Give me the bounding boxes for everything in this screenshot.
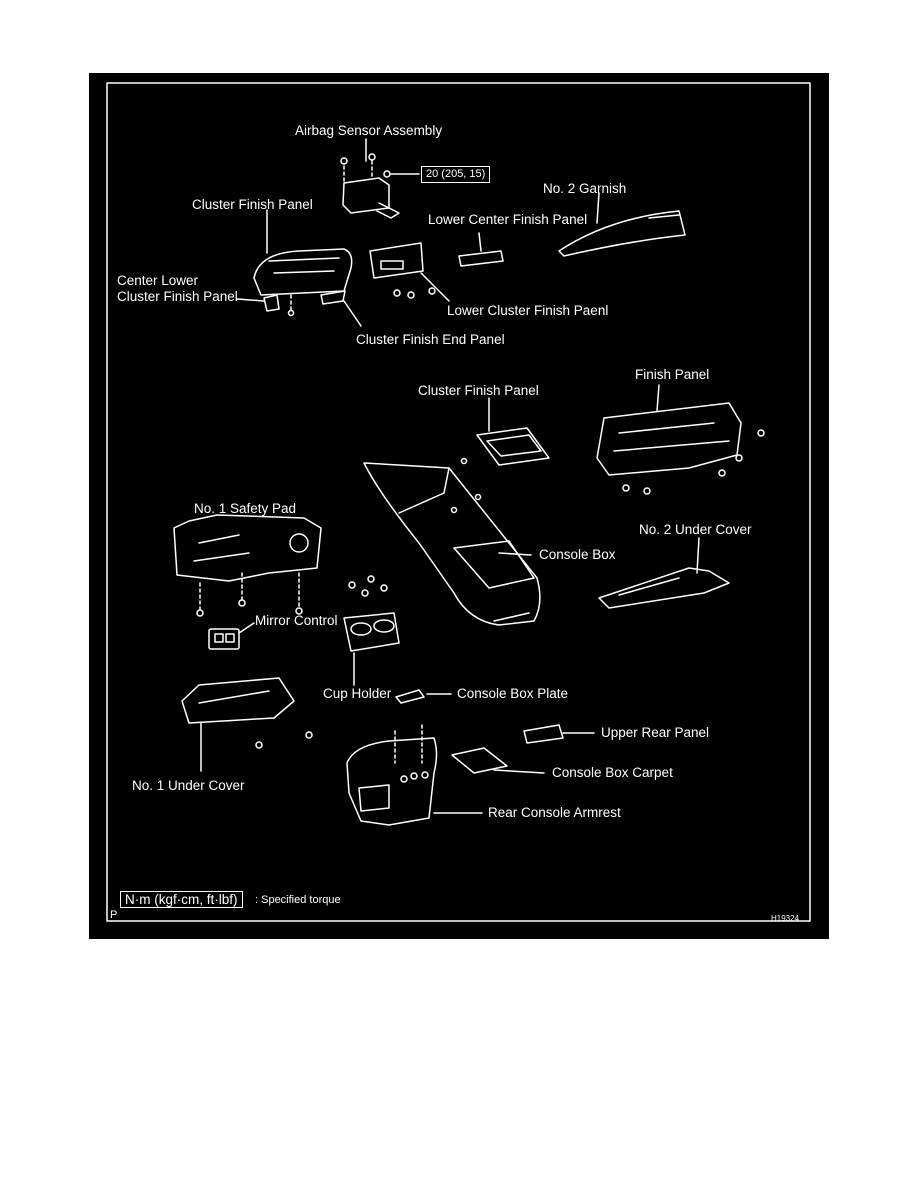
airbag-sensor-part	[340, 138, 420, 219]
console-box-plate-part	[395, 689, 452, 704]
label-no1-under-cover: No. 1 Under Cover	[132, 778, 245, 793]
finish-panel-part	[596, 384, 765, 495]
label-center-lower-line1: Center Lower	[117, 273, 199, 288]
label-no1-safety-pad: No. 1 Safety Pad	[194, 501, 297, 516]
label-cluster-finish-end-panel: Cluster Finish End Panel	[356, 332, 505, 347]
no2-under-cover-part	[598, 537, 730, 609]
label-center-lower-line2: Cluster Finish Panel	[117, 289, 238, 304]
lower-center-finish-panel-part	[458, 232, 504, 267]
console-box-carpet-part	[451, 747, 545, 774]
no1-safety-pad-part	[173, 514, 322, 617]
label-airbag-sensor-assembly: Airbag Sensor Assembly	[295, 123, 443, 138]
label-finish-panel: Finish Panel	[635, 367, 710, 382]
no2-garnish-part	[558, 192, 686, 257]
label-cup-holder: Cup Holder	[323, 686, 392, 701]
mirror-control-part	[208, 622, 255, 650]
rear-console-armrest-part	[346, 724, 483, 826]
label-lower-center-finish-panel: Lower Center Finish Panel	[428, 212, 588, 227]
diagram-artwork	[106, 82, 811, 922]
legend-unit-box: N·m (kgf·cm, ft·lbf)	[120, 891, 243, 908]
label-lower-cluster-finish-panel: Lower Cluster Finish Paenl	[447, 303, 609, 318]
cluster-finish-panel-part	[253, 209, 353, 317]
lower-cluster-finish-panel-part	[369, 242, 450, 302]
cup-holder-part	[343, 575, 400, 686]
torque-spec-box: 20 (205, 15)	[421, 166, 491, 183]
inner-frame	[106, 82, 811, 922]
legend-unit-text: : Specified torque	[255, 894, 341, 906]
label-cluster-finish-panel: Cluster Finish Panel	[192, 197, 313, 212]
cluster-finish-end-panel-part	[320, 290, 362, 327]
corner-letter: P	[110, 909, 118, 921]
label-console-box-carpet: Console Box Carpet	[552, 765, 673, 780]
label-upper-rear-panel: Upper Rear Panel	[601, 725, 710, 740]
label-console-box: Console Box	[539, 547, 616, 562]
center-lower-panel-part	[236, 294, 280, 312]
label-cluster-finish-panel-mid: Cluster Finish Panel	[418, 383, 539, 398]
label-no2-under-cover: No. 2 Under Cover	[639, 522, 752, 537]
no1-under-cover-part	[181, 677, 313, 772]
cluster-finish-panel-mid-part	[476, 397, 550, 466]
upper-rear-panel-part	[523, 724, 595, 744]
label-mirror-control: Mirror Control	[255, 613, 338, 628]
exploded-parts-diagram: Airbag Sensor Assembly 20 (205, 15) Clus…	[89, 73, 829, 939]
label-console-box-plate: Console Box Plate	[457, 686, 569, 701]
label-rear-console-armrest: Rear Console Armrest	[488, 805, 621, 820]
label-no2-garnish: No. 2 Garnish	[543, 181, 627, 196]
figure-id: H19324	[771, 914, 800, 923]
console-box-part	[363, 457, 541, 626]
